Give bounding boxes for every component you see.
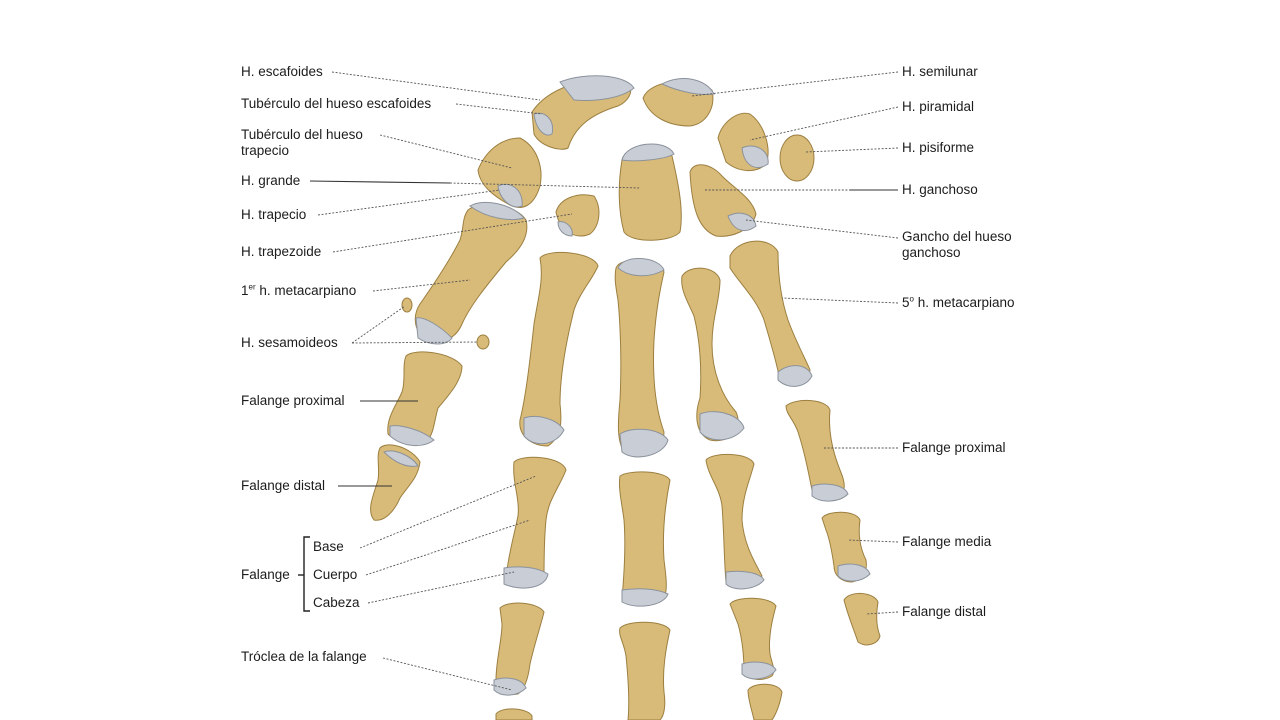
thumb-distal-phalanx bbox=[370, 444, 421, 521]
second-middle-phalanx bbox=[493, 602, 545, 696]
trapezoid-bone bbox=[555, 194, 600, 237]
label-body: Cuerpo bbox=[313, 567, 358, 582]
label-hamate: H. ganchoso bbox=[902, 182, 978, 197]
label-trapezium-tubercle: Tubérculo del hueso trapecio bbox=[241, 127, 363, 158]
fifth-middle-phalanx bbox=[821, 511, 871, 583]
fifth-metacarpal-bone bbox=[729, 240, 813, 387]
label-trapezium: H. trapecio bbox=[241, 207, 307, 222]
label-phalanx: Falange bbox=[241, 567, 290, 582]
label-scaphoid-tubercle: Tubérculo del hueso escafoides bbox=[241, 96, 432, 111]
pisiform-bone bbox=[779, 134, 815, 182]
fourth-proximal-phalanx bbox=[705, 454, 765, 590]
label-middle-phalanx-right: Falange media bbox=[902, 534, 992, 549]
trapezium-bone bbox=[477, 137, 542, 208]
thumb-proximal-phalanx bbox=[387, 351, 463, 446]
label-head: Cabeza bbox=[313, 595, 360, 610]
second-distal-phalanx bbox=[495, 708, 533, 720]
capitate-bone bbox=[618, 143, 682, 241]
fourth-distal-phalanx bbox=[747, 683, 783, 720]
label-distal-phalanx-left: Falange distal bbox=[241, 478, 326, 493]
triquetrum-bone bbox=[717, 112, 769, 171]
label-triquetrum: H. piramidal bbox=[902, 99, 975, 114]
falange-bracket bbox=[298, 536, 310, 612]
third-proximal-phalanx bbox=[619, 471, 671, 607]
second-proximal-phalanx bbox=[503, 456, 567, 589]
fifth-proximal-phalanx bbox=[785, 400, 849, 502]
label-capitate: H. grande bbox=[241, 173, 301, 188]
label-hook-of-hamate: Gancho del hueso ganchoso bbox=[902, 229, 1012, 260]
scaphoid-bone bbox=[531, 75, 635, 150]
lunate-bone bbox=[642, 78, 715, 127]
label-first-metacarpal: 1er h. metacarpiano bbox=[241, 282, 357, 298]
label-trochlea: Tróclea de la falange bbox=[241, 649, 367, 664]
label-base: Base bbox=[313, 539, 344, 554]
label-pisiform: H. pisiforme bbox=[902, 140, 975, 155]
label-lunate: H. semilunar bbox=[902, 64, 978, 79]
second-metacarpal-bone bbox=[519, 252, 599, 447]
label-fifth-metacarpal: 5o h. metacarpiano bbox=[902, 294, 1015, 310]
label-trapezoid: H. trapezoide bbox=[241, 244, 322, 259]
leader-lines bbox=[309, 71, 899, 691]
hamate-bone bbox=[689, 164, 757, 237]
fourth-middle-phalanx bbox=[729, 597, 777, 680]
label-distal-phalanx-right: Falange distal bbox=[902, 604, 987, 619]
fourth-metacarpal-bone bbox=[681, 267, 745, 442]
sesamoid-bones bbox=[401, 297, 490, 350]
fifth-distal-phalanx bbox=[843, 593, 881, 646]
label-proximal-phalanx-right: Falange proximal bbox=[902, 440, 1006, 455]
label-proximal-phalanx-left: Falange proximal bbox=[241, 393, 345, 408]
label-scaphoid: H. escafoides bbox=[241, 64, 323, 79]
third-middle-phalanx bbox=[619, 621, 671, 720]
label-sesamoids: H. sesamoideos bbox=[241, 335, 338, 350]
third-metacarpal-bone bbox=[614, 257, 669, 458]
first-metacarpal-bone bbox=[414, 202, 528, 345]
